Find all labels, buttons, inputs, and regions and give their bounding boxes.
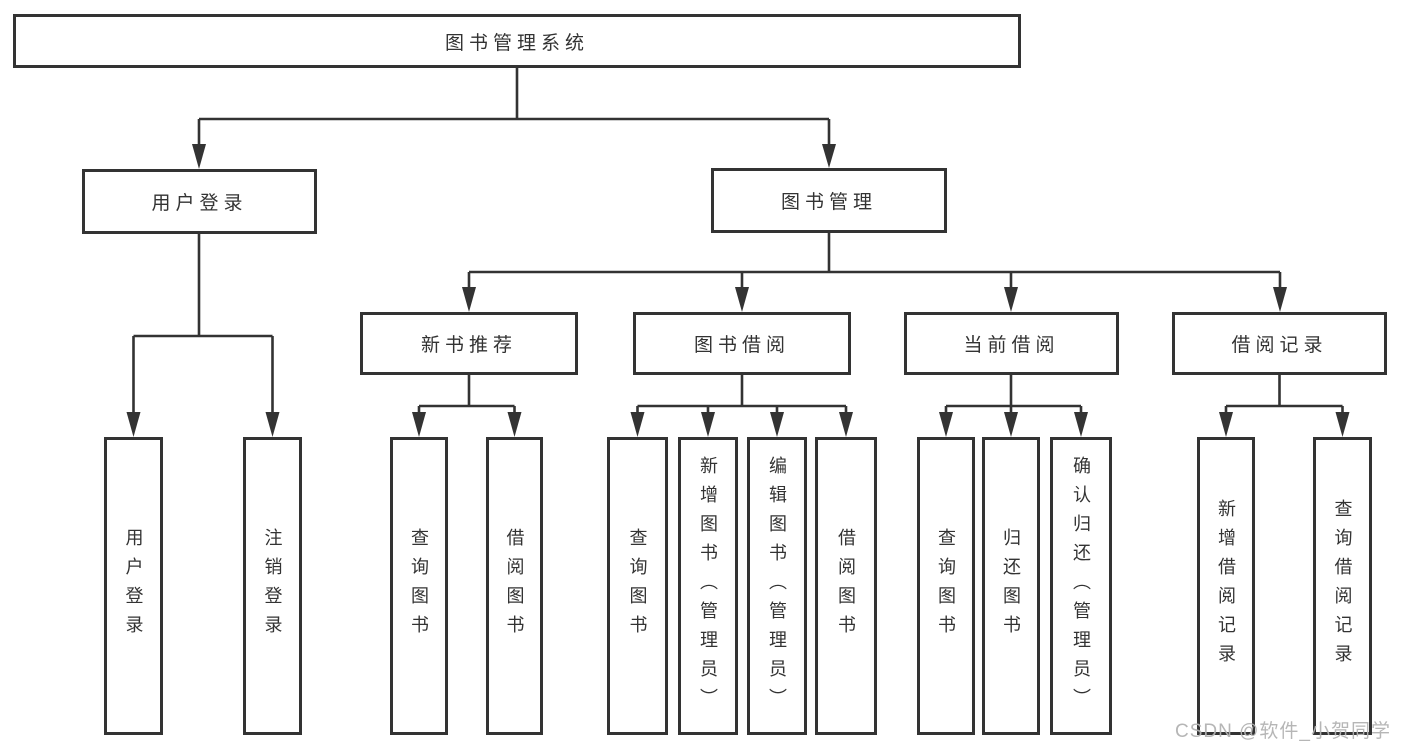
node-query-borrow-record: 查询借阅记录 [1313,437,1372,735]
node-current-borrow: 当前借阅 [904,312,1119,375]
node-label: 借阅图书 [836,528,856,644]
node-add-borrow-record: 新增借阅记录 [1197,437,1255,735]
node-borrow-books: 借阅图书 [486,437,543,735]
node-label: 新增借阅记录 [1216,499,1236,673]
csdn-watermark: CSDN @软件_小贺同学 [1175,721,1391,742]
node-query-books: 查询图书 [607,437,668,735]
node-label: 新增图书（管理员） [698,455,718,717]
connector-borrow-records-to-children [1224,375,1344,415]
node-label: 注销登录 [262,528,283,644]
node-label: 编辑图书（管理员） [767,455,787,717]
node-user-login: 用户登录 [82,169,317,234]
node-book-management: 图书管理 [711,168,947,233]
node-label: 借阅记录 [1231,335,1328,356]
connector-root-to-level2 [197,68,831,146]
node-label: 图书管理 [780,192,877,213]
node-label: 查询图书 [409,528,429,644]
node-user-login-leaf: 用户登录 [104,437,163,735]
node-label: 图书借阅 [693,335,790,356]
node-label: 当前借阅 [963,335,1060,356]
node-edit-books-admin: 编辑图书（管理员） [747,437,807,735]
node-book-borrow: 图书借阅 [633,312,851,375]
connector-book-management-to-level3 [467,233,1282,290]
node-label: 用户登录 [151,193,248,214]
node-label: 查询借阅记录 [1332,499,1353,673]
node-label: 图书管理系统 [444,32,589,54]
node-label: 查询图书 [627,528,648,644]
node-query-books: 查询图书 [390,437,448,735]
node-return-books: 归还图书 [982,437,1040,735]
node-label: 用户登录 [123,528,144,644]
connector-current-borrow-to-children [944,375,1083,415]
node-library-management-system: 图书管理系统 [13,14,1021,68]
node-label: 归还图书 [1001,528,1021,644]
node-new-book-recommend: 新书推荐 [360,312,578,375]
node-label: 借阅图书 [504,528,525,644]
node-confirm-return-admin: 确认归还（管理员） [1050,437,1112,735]
node-logout: 注销登录 [243,437,302,735]
node-query-books: 查询图书 [917,437,975,735]
node-add-books-admin: 新增图书（管理员） [678,437,738,735]
node-label: 查询图书 [936,528,956,644]
node-label: 确认归还（管理员） [1071,455,1091,717]
node-label: 新书推荐 [420,335,517,356]
connector-user-login-to-children [132,234,274,414]
connector-new-book-recommend-to-children [417,375,516,415]
node-borrow-books: 借阅图书 [815,437,877,735]
connector-book-borrow-to-children [636,375,848,415]
node-borrow-records: 借阅记录 [1172,312,1387,375]
